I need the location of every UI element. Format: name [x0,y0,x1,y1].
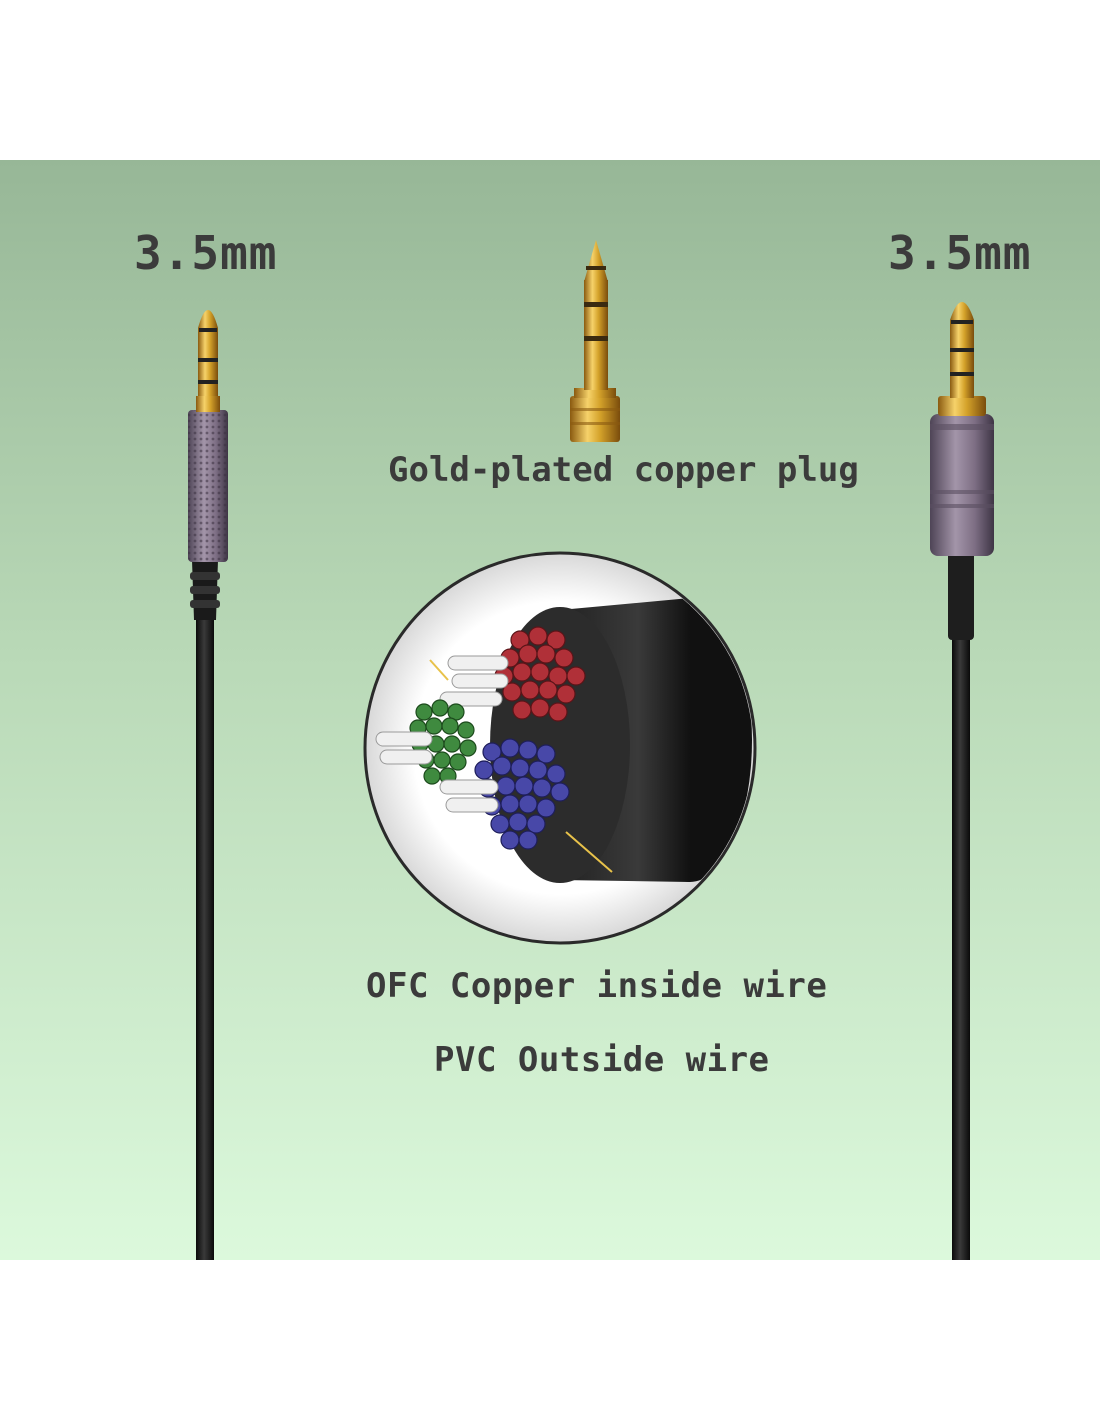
left-connector-size-label: 3.5mm [134,226,278,280]
adapter-plug-label: Gold-plated copper plug [388,450,859,490]
wire-cross-section [363,551,757,945]
red-strand-bundle [439,626,586,722]
left-jack [188,310,228,1260]
right-connector-size-label: 3.5mm [888,226,1032,280]
inner-wire-label: OFC Copper inside wire [366,966,828,1006]
adapter-plug [570,240,620,442]
blue-strand-bundle [439,738,570,850]
right-jack [930,302,994,1260]
product-image-panel: 3.5mm 3.5mm Gold-plated copper plug OFC … [0,160,1100,1260]
outer-wire-label: PVC Outside wire [434,1040,770,1080]
cable-illustration [188,240,994,1260]
